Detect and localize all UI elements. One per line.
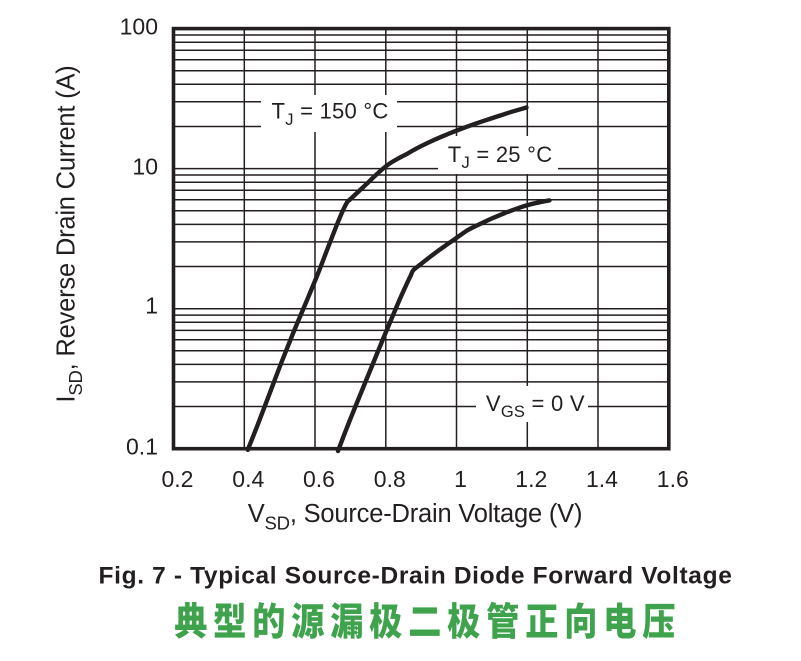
- svg-text:VSD, Source-Drain Voltage (V): VSD, Source-Drain Voltage (V): [248, 500, 583, 534]
- svg-text:0.1: 0.1: [126, 434, 158, 460]
- svg-text:Fig. 7 - Typical Source-Drain: Fig. 7 - Typical Source-Drain Diode Forw…: [99, 563, 733, 590]
- svg-text:10: 10: [132, 154, 158, 180]
- svg-text:1.4: 1.4: [586, 466, 618, 492]
- svg-text:1.6: 1.6: [657, 466, 689, 492]
- svg-text:0.2: 0.2: [162, 466, 194, 492]
- svg-text:100: 100: [120, 13, 158, 39]
- svg-text:1.2: 1.2: [515, 466, 547, 492]
- svg-text:1: 1: [145, 293, 158, 319]
- svg-text:0.8: 0.8: [374, 466, 406, 492]
- svg-text:ISD, Reverse Drain Current (A): ISD, Reverse Drain Current (A): [53, 65, 87, 402]
- svg-text:0.4: 0.4: [232, 466, 264, 492]
- svg-text:0.6: 0.6: [303, 466, 335, 492]
- svg-text:1: 1: [454, 466, 467, 492]
